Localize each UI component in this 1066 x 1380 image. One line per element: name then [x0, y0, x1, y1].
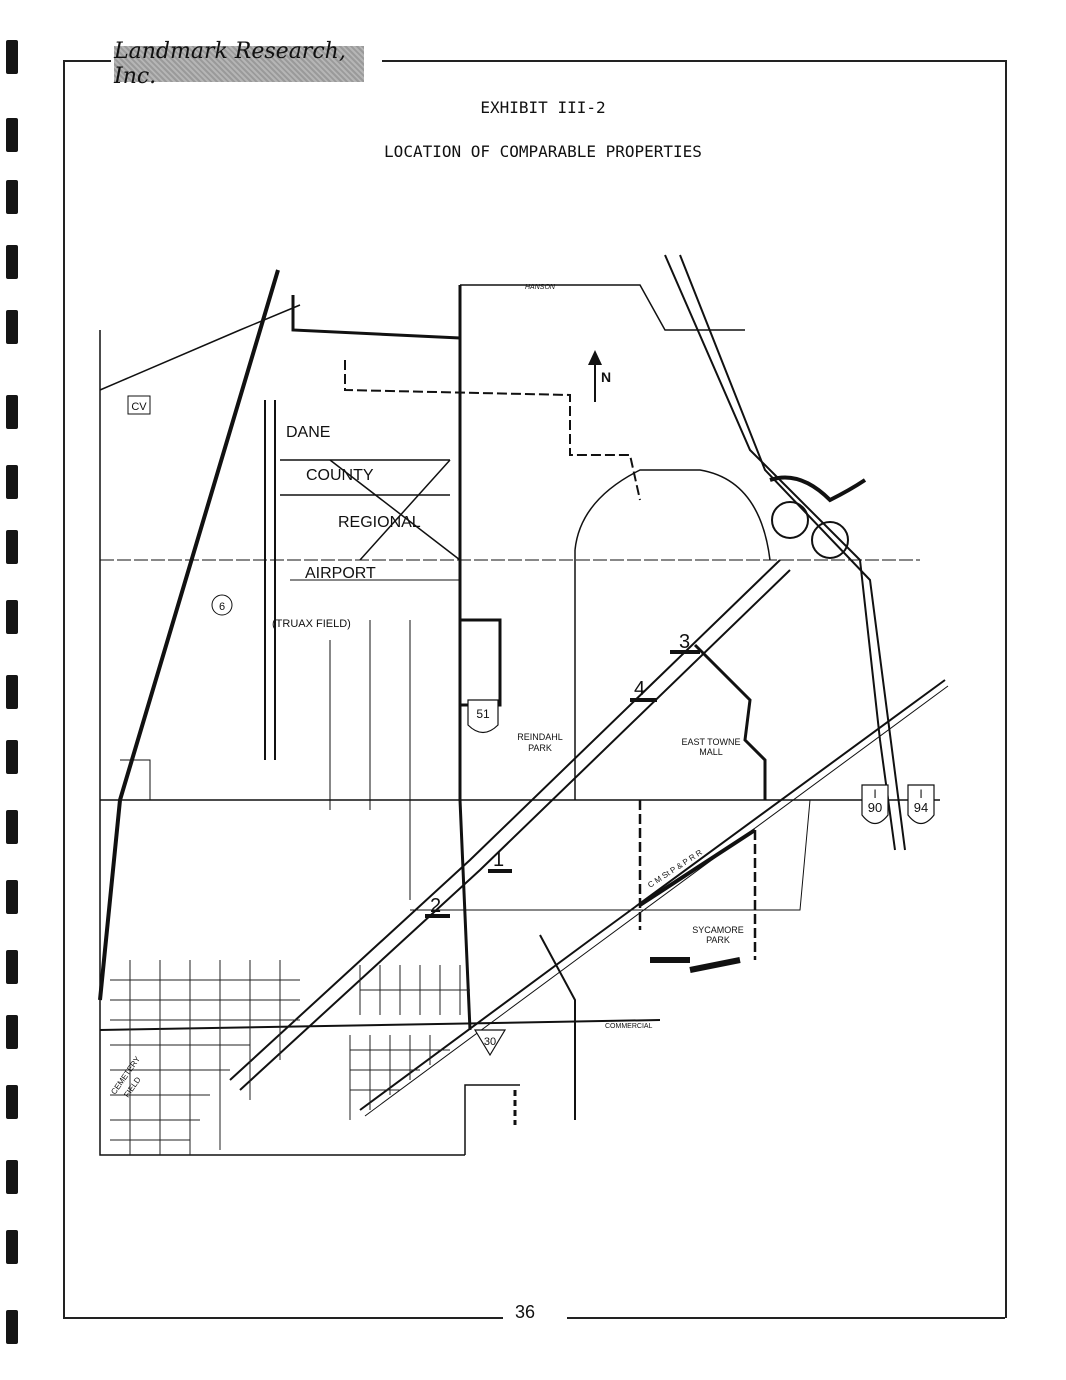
- cv-label: CV: [131, 401, 147, 413]
- north-label: N: [601, 369, 611, 385]
- frame-top-right: [382, 60, 1005, 62]
- i94-label-b: 94: [914, 800, 928, 815]
- exhibit-subtitle: LOCATION OF COMPARABLE PROPERTIES: [384, 142, 702, 161]
- i94-label-a: I: [919, 787, 922, 801]
- comparable-4-label: 4: [634, 678, 645, 700]
- binder-hole: [6, 1160, 18, 1194]
- page-number: 36: [505, 1302, 545, 1323]
- frame-top-left: [63, 60, 111, 62]
- binder-hole: [6, 310, 18, 344]
- binder-hole: [6, 1015, 18, 1049]
- reindahl-park-label: REINDAHL: [517, 732, 563, 742]
- binder-hole: [6, 118, 18, 152]
- map-labels: DANE COUNTY REGIONAL AIRPORT (TRUAX FIEL…: [109, 284, 743, 1099]
- railroad-northwest: [98, 269, 280, 1001]
- binder-hole: [6, 530, 18, 564]
- binder-hole: [6, 880, 18, 914]
- truax-field-label: (TRUAX FIELD): [272, 618, 351, 630]
- hanson-road-label: HANSON: [525, 284, 556, 291]
- i90-shield: [861, 784, 889, 825]
- binder-hole: [6, 950, 18, 984]
- binder-hole: [6, 740, 18, 774]
- binder-hole: [6, 810, 18, 844]
- comparable-3-label: 3: [679, 631, 690, 653]
- airport-label-airport: AIRPORT: [305, 565, 376, 582]
- us51-label: 51: [476, 707, 490, 721]
- us51-shield: [467, 699, 499, 734]
- binder-hole: [6, 1085, 18, 1119]
- reindahl-park-label-2: PARK: [528, 743, 552, 753]
- binder-hole: [6, 180, 18, 214]
- hw30-shield: [473, 1029, 507, 1057]
- north-arrow: N: [588, 350, 611, 402]
- binder-hole: [6, 40, 18, 74]
- comparable-2-label: 2: [430, 895, 441, 917]
- comparable-markers: 1 2 3 4: [425, 631, 700, 918]
- hw6-label: 6: [219, 601, 225, 613]
- frame-bottom-right: [567, 1317, 1005, 1319]
- east-towne-mall-label: EAST TOWNE: [681, 737, 740, 747]
- i90-label-a: I: [873, 787, 876, 801]
- frame-bottom-left: [63, 1317, 503, 1319]
- city-grid: [110, 960, 470, 1155]
- map-roads: [98, 254, 949, 1156]
- binder-hole: [6, 395, 18, 429]
- binder-hole: [6, 465, 18, 499]
- i90-label-b: 90: [868, 800, 882, 815]
- airport-label-county: COUNTY: [306, 467, 374, 484]
- binder-hole: [6, 600, 18, 634]
- hw6-shield: [211, 594, 233, 616]
- sycamore-park-label: SYCAMORE: [692, 925, 744, 935]
- page-frame: [63, 60, 1007, 1318]
- binder-hole: [6, 1230, 18, 1264]
- comparable-1-label: 1: [493, 849, 504, 871]
- binder-hole: [6, 245, 18, 279]
- route-shields: 51 I 90 I 94 30 6 CV: [127, 395, 935, 1057]
- hw30-label: 30: [484, 1036, 496, 1048]
- airport-label-regional: REGIONAL: [338, 514, 421, 531]
- binder-hole: [6, 675, 18, 709]
- east-towne-mall-label-2: MALL: [699, 747, 723, 757]
- binder-hole: [6, 1310, 18, 1344]
- i94-shield: [907, 784, 935, 825]
- airport-label-dane: DANE: [286, 424, 330, 441]
- sycamore-park-label-2: PARK: [706, 935, 730, 945]
- exhibit-title: EXHIBIT III-2: [480, 98, 606, 117]
- commercial-ave-label: COMMERCIAL: [605, 1023, 653, 1030]
